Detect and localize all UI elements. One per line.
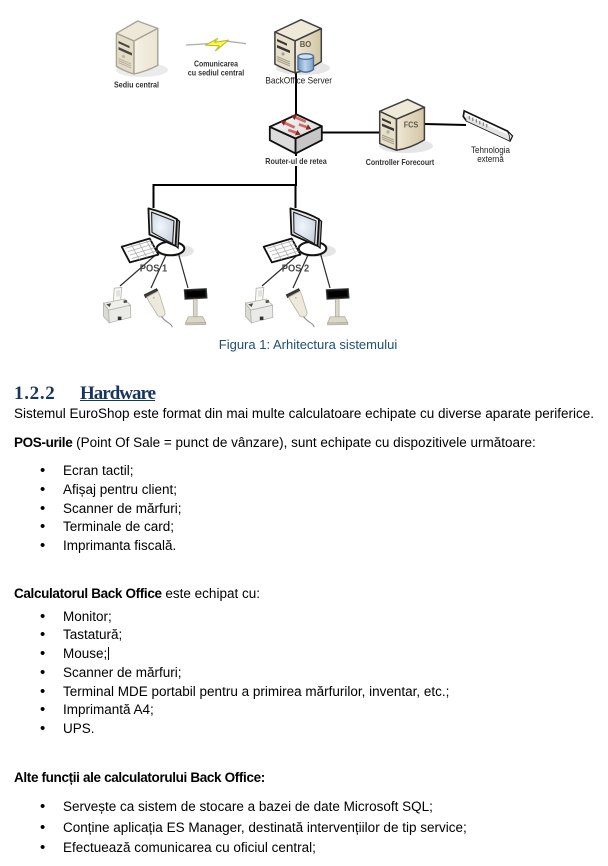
- svg-text:Router-ul de retea: Router-ul de retea: [265, 157, 327, 166]
- svg-text:Sediu central: Sediu central: [114, 80, 159, 90]
- svg-text:BO: BO: [300, 40, 312, 49]
- svg-text:BackOffice Server: BackOffice Server: [265, 76, 332, 86]
- svg-text:Tehnologia: Tehnologia: [471, 145, 510, 155]
- svg-text:externă: externă: [477, 154, 504, 164]
- svg-text:POS 2: POS 2: [282, 264, 310, 275]
- svg-text:cu sediul central: cu sediul central: [188, 68, 245, 78]
- svg-text:FCS: FCS: [404, 121, 419, 130]
- svg-text:Controller Forecourt: Controller Forecourt: [366, 158, 435, 167]
- svg-text:Comunicarea: Comunicarea: [194, 59, 238, 69]
- svg-text:POS 1: POS 1: [140, 264, 168, 275]
